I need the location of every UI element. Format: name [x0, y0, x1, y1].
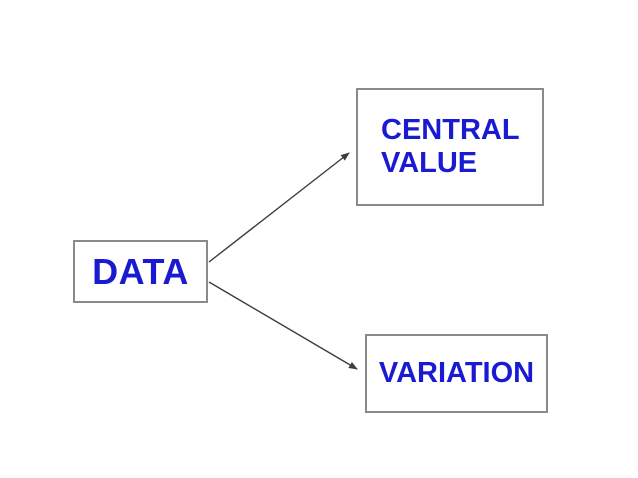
arrow-data-to-central-value [208, 152, 350, 263]
node-variation-label: VARIATION [378, 357, 535, 389]
arrow-data-to-variation [208, 281, 358, 370]
node-central-value: CENTRAL VALUE [356, 88, 544, 206]
node-variation: VARIATION [365, 334, 548, 413]
node-central-value-label: CENTRAL VALUE [381, 114, 520, 179]
node-data-label: DATA [92, 250, 189, 292]
node-data: DATA [73, 240, 208, 303]
